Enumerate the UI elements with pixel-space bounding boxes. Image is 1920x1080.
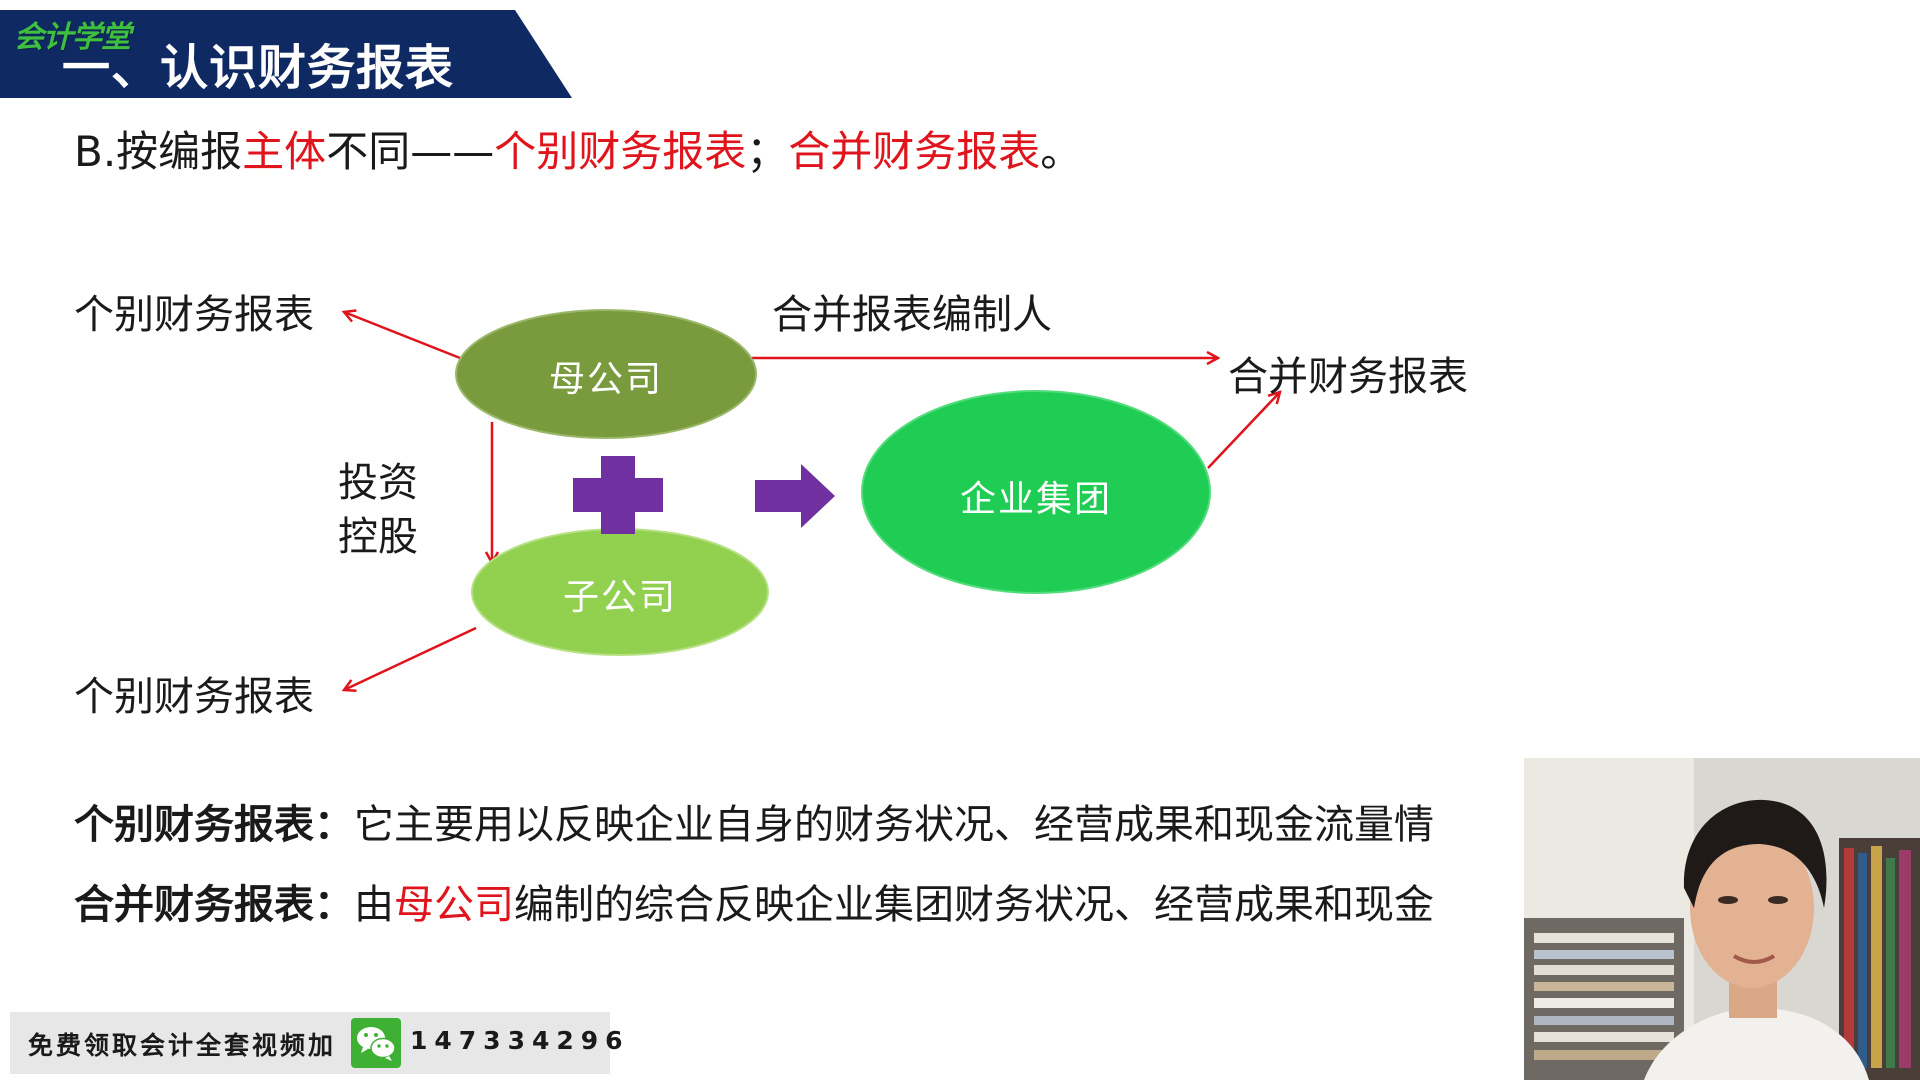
parent-company-label: 母公司 [548, 359, 663, 400]
enterprise-group-node [861, 390, 1211, 594]
wechat-icon [351, 1018, 401, 1068]
consolidated-report-label: 合并财务报表 [1228, 354, 1468, 400]
definition-colon: ： [314, 802, 354, 848]
subtitle-type-individual: 个别财务报表 [494, 127, 747, 176]
consolidator-label: 合并报表编制人 [772, 292, 1052, 338]
definition-consolidated-text: 编制的综合反映企业集团财务状况、经营成果和现金 [514, 882, 1434, 928]
enterprise-group-label: 企业集团 [959, 479, 1112, 520]
arrow-subsidiary-to-individual-report [344, 626, 477, 690]
promo-bar [10, 1012, 610, 1074]
definition-individual-text: 它主要用以反映企业自身的财务状况、经营成果和现金流量情 [354, 802, 1434, 848]
subtitle-type-consolidated: 合并财务报表 [788, 127, 1041, 176]
subtitle-separator: ； [746, 127, 789, 176]
invest-label: 投资 [338, 460, 418, 506]
definition-highlight-parent: 母公司 [394, 882, 514, 928]
title-banner [0, 10, 572, 98]
subtitle-subject: 主体 [242, 127, 327, 176]
parent-company-node [455, 309, 757, 439]
definition-consolidated-term: 合并财务报表 [74, 882, 314, 928]
subtitle-prefix: B.按编报 [74, 127, 243, 176]
right-arrow-icon [755, 464, 835, 528]
page-title: 一、认识财务报表 [62, 40, 455, 96]
promo-number: 147334296 [410, 1026, 630, 1055]
brand-logo: 会计学堂 [14, 20, 131, 55]
definition-individual: 个别财务报表：它主要用以反映企业自身的财务状况、经营成果和现金流量情 [74, 792, 1434, 850]
subtitle-end: 。 [1040, 127, 1083, 176]
definition-individual-term: 个别财务报表 [74, 802, 314, 848]
section-subtitle: B.按编报主体不同——个别财务报表；合并财务报表。 [74, 118, 1082, 179]
webcam-video [1524, 758, 1920, 1080]
individual-report-label-bottom: 个别财务报表 [74, 674, 314, 720]
arrow-parent-to-individual-report [344, 312, 461, 360]
control-label: 控股 [338, 514, 418, 560]
plus-icon [573, 456, 663, 534]
definition-colon: ： [314, 882, 354, 928]
subsidiary-label: 子公司 [562, 577, 677, 618]
promo-text: 免费领取会计全套视频加 [28, 1031, 337, 1060]
subtitle-middle: 不同—— [326, 127, 495, 176]
arrow-group-to-consolidated-report [1207, 392, 1280, 469]
definition-consolidated-pre: 由 [354, 882, 394, 928]
individual-report-label-top: 个别财务报表 [74, 292, 314, 338]
definition-consolidated: 合并财务报表：由母公司编制的综合反映企业集团财务状况、经营成果和现金 [74, 872, 1434, 930]
